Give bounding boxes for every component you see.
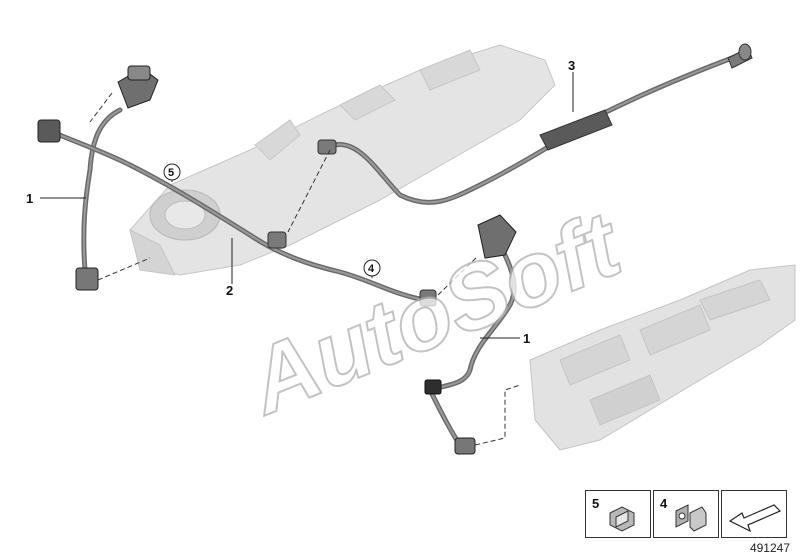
callout-4: 4 — [368, 263, 375, 275]
callout-2: 2 — [226, 283, 233, 298]
hose-3 — [317, 43, 753, 205]
callout-circle-4 — [363, 259, 381, 277]
hose-1-upper — [75, 65, 159, 291]
arrow-icon — [728, 504, 782, 533]
hose-2 — [37, 119, 437, 307]
double-clip-icon — [675, 504, 707, 532]
callout-3: 3 — [568, 58, 575, 73]
dash-lines — [89, 92, 521, 446]
callout-1-upper: 1 — [26, 191, 33, 206]
callout-5: 5 — [168, 167, 174, 179]
engine-ghost-upper — [129, 44, 556, 276]
diagram-id: 491247 — [749, 541, 790, 555]
legend-clip-4: 4 — [653, 490, 719, 538]
legend-number: 4 — [660, 496, 668, 511]
callout-1-lower: 1 — [523, 331, 530, 346]
engine-ghost-lower — [529, 264, 796, 451]
legend-number: 5 — [592, 496, 600, 511]
legend-direction — [721, 490, 787, 538]
callout-circle-5 — [163, 163, 181, 181]
hose-1-lower — [424, 214, 517, 455]
clip-icon — [609, 506, 635, 532]
legend-clip-5: 5 — [585, 490, 651, 538]
